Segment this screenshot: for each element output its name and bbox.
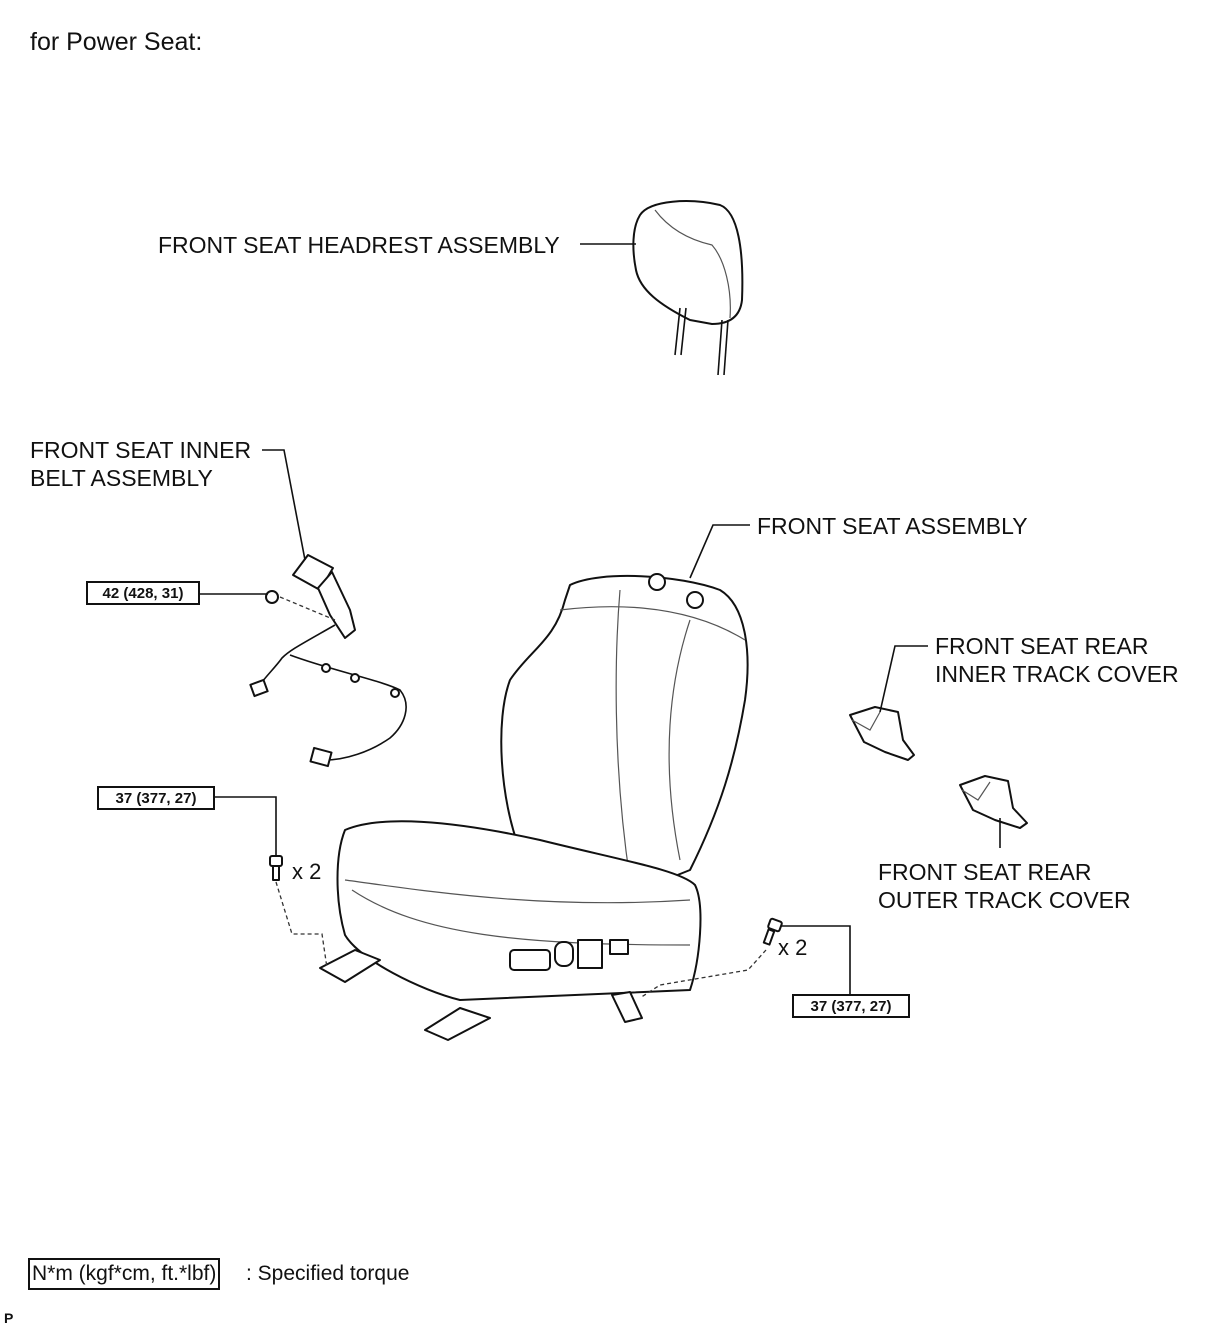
rear-outer-track-cover-illustration bbox=[959, 775, 1028, 829]
legend-torque-unit: N*m (kgf*cm, ft.*lbf) bbox=[28, 1258, 221, 1290]
rear-inner-track-cover-illustration bbox=[849, 706, 915, 761]
quantity-left: x 2 bbox=[292, 859, 322, 884]
torque-box-left: 37 (377, 27) bbox=[97, 786, 215, 810]
corner-mark: P bbox=[4, 1310, 14, 1326]
left-bolt-illustration bbox=[269, 855, 283, 881]
page-heading: for Power Seat: bbox=[30, 28, 203, 56]
torque-box-right: 37 (377, 27) bbox=[792, 994, 910, 1018]
torque-box-belt: 42 (428, 31) bbox=[86, 581, 200, 605]
seat-illustration bbox=[319, 573, 749, 1041]
legend-description: : Specified torque bbox=[246, 1262, 410, 1285]
label-rear-outer-track-cover: FRONT SEAT REAR OUTER TRACK COVER bbox=[878, 859, 1131, 913]
label-seat-assembly: FRONT SEAT ASSEMBLY bbox=[757, 513, 1028, 539]
headrest-illustration bbox=[632, 200, 744, 376]
label-inner-belt: FRONT SEAT INNER BELT ASSEMBLY bbox=[30, 437, 252, 491]
right-bolt-illustration bbox=[762, 917, 783, 946]
label-headrest: FRONT SEAT HEADREST ASSEMBLY bbox=[158, 232, 560, 258]
inner-belt-illustration bbox=[249, 554, 407, 768]
quantity-right: x 2 bbox=[778, 935, 808, 960]
label-rear-inner-track-cover: FRONT SEAT REAR INNER TRACK COVER bbox=[935, 633, 1179, 687]
